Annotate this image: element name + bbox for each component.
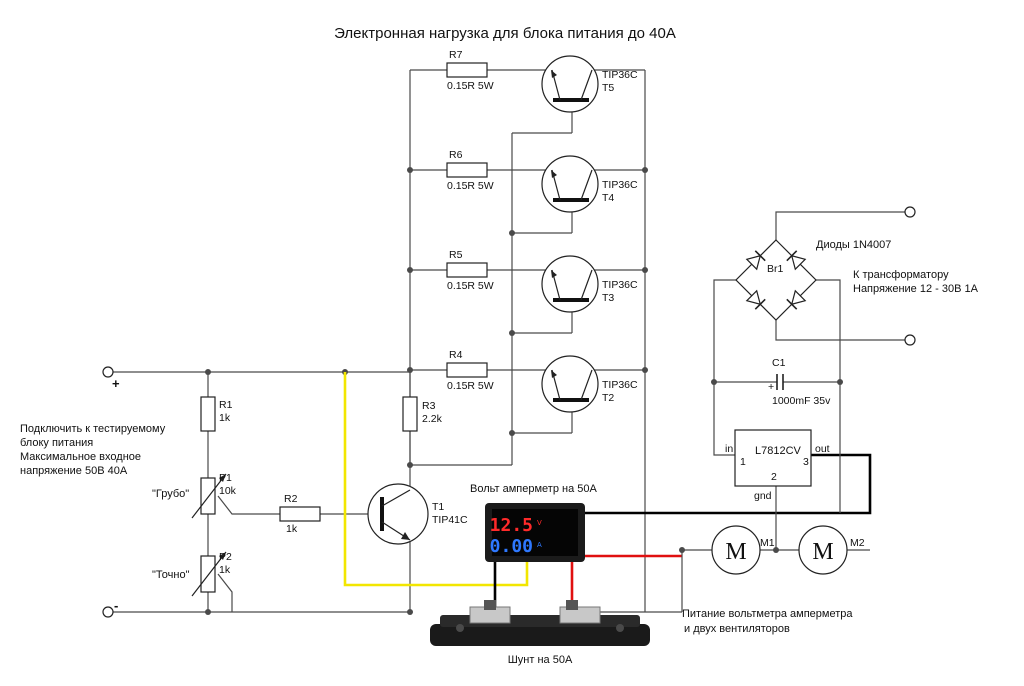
resistor-r1: R1 1k — [200, 396, 233, 432]
svg-text:3: 3 — [803, 456, 809, 468]
bridge-rectifier-br1: Br1 Диоды 1N4007 — [735, 239, 891, 321]
svg-text:"Грубо": "Грубо" — [152, 488, 189, 500]
svg-text:R4: R4 — [449, 349, 463, 361]
transistor-t4: TIP36C T4 — [541, 155, 638, 213]
meter-title: Вольт амперметр на 50А — [470, 483, 597, 495]
resistor-r7: R7 0.15R 5W — [446, 49, 494, 92]
svg-text:C1: C1 — [772, 357, 786, 369]
svg-text:и двух вентиляторов: и двух вентиляторов — [684, 623, 790, 635]
svg-text:R1: R1 — [219, 399, 233, 411]
capacitor-c1: + C1 1000mF 35v — [768, 357, 831, 407]
svg-text:10k: 10k — [219, 485, 237, 497]
transistor-t3: TIP36C T3 — [541, 255, 638, 313]
resistor-r3: R3 2.2k — [402, 396, 443, 432]
svg-text:TIP36C: TIP36C — [602, 279, 638, 291]
svg-text:К трансформатору: К трансформатору — [853, 269, 949, 281]
svg-text:TIP36C: TIP36C — [602, 69, 638, 81]
svg-text:T2: T2 — [602, 392, 614, 404]
bridge-wiring — [645, 211, 905, 613]
svg-text:TIP41C: TIP41C — [432, 514, 468, 526]
svg-text:2: 2 — [771, 471, 777, 483]
svg-text:Максимальное входное: Максимальное входное — [20, 451, 141, 463]
svg-text:M2: M2 — [850, 537, 865, 549]
svg-text:T1: T1 — [432, 501, 444, 513]
svg-text:Br1: Br1 — [767, 263, 784, 275]
svg-text:P1: P1 — [219, 472, 232, 484]
resistor-r2: R2 1k — [279, 493, 321, 535]
svg-text:T4: T4 — [602, 192, 614, 204]
svg-text:M: M — [812, 539, 833, 565]
svg-text:+: + — [768, 381, 774, 393]
svg-text:0.15R 5W: 0.15R 5W — [447, 280, 494, 292]
svg-text:Подключить к тестируемому: Подключить к тестируемому — [20, 423, 166, 435]
svg-text:-: - — [114, 598, 118, 613]
svg-text:R7: R7 — [449, 49, 463, 61]
regulator-name: L7812CV — [755, 445, 802, 457]
svg-text:M: M — [725, 539, 746, 565]
transformer-terminals: К трансформатору Напряжение 12 - 30В 1А — [853, 206, 979, 346]
svg-text:R2: R2 — [284, 493, 298, 505]
svg-text:P2: P2 — [219, 551, 232, 563]
svg-text:"Точно": "Точно" — [152, 569, 190, 581]
transistor-t5: TIP36C T5 — [541, 55, 638, 113]
svg-text:R6: R6 — [449, 149, 463, 161]
svg-text:TIP36C: TIP36C — [602, 379, 638, 391]
svg-text:T3: T3 — [602, 292, 614, 304]
svg-text:0.15R 5W: 0.15R 5W — [447, 180, 494, 192]
input-terminal-minus: - — [102, 598, 118, 618]
svg-text:in: in — [725, 443, 733, 455]
resistor-r5: R5 0.15R 5W — [446, 249, 494, 292]
svg-text:Питание вольтметра амперметра: Питание вольтметра амперметра — [682, 608, 853, 620]
svg-text:1k: 1k — [219, 564, 231, 576]
resistor-r4: R4 0.15R 5W — [446, 349, 494, 392]
transistor-t2: TIP36C T2 — [541, 355, 638, 413]
meter-volts-unit: V — [537, 519, 542, 527]
svg-text:R5: R5 — [449, 249, 463, 261]
meter-amps-unit: A — [537, 541, 542, 549]
input-note: Подключить к тестируемому блоку питания … — [20, 423, 166, 477]
svg-text:1k: 1k — [286, 523, 298, 535]
svg-text:0.15R 5W: 0.15R 5W — [447, 380, 494, 392]
regulator-l7812cv: L7812CV in 1 out 3 2 gnd — [725, 429, 830, 502]
fans-note: Питание вольтметра амперметра и двух вен… — [682, 608, 853, 635]
transistor-t1: T1 TIP41C — [367, 483, 468, 545]
fan-m2: M M2 — [798, 525, 865, 575]
svg-text:1k: 1k — [219, 412, 231, 424]
diodes-label: Диоды 1N4007 — [816, 239, 891, 251]
svg-text:0.15R 5W: 0.15R 5W — [447, 80, 494, 92]
svg-text:R3: R3 — [422, 400, 436, 412]
svg-text:напряжение 50В 40А: напряжение 50В 40А — [20, 465, 128, 477]
svg-text:gnd: gnd — [754, 490, 772, 502]
potentiometer-p2: P2 1k "Точно" — [152, 551, 232, 597]
svg-text:1: 1 — [740, 456, 746, 468]
input-terminal-plus: + — [102, 366, 120, 391]
svg-text:блоку питания: блоку питания — [20, 437, 93, 449]
svg-text:M1: M1 — [760, 537, 775, 549]
shunt-label: Шунт на 50А — [508, 654, 573, 666]
meter-amps-readout: 0.00 — [490, 536, 533, 557]
svg-text:Напряжение 12 - 30В 1А: Напряжение 12 - 30В 1А — [853, 283, 979, 295]
svg-text:2.2k: 2.2k — [422, 413, 443, 425]
svg-text:+: + — [112, 376, 120, 391]
fan-m1: M M1 — [711, 525, 775, 575]
potentiometer-p1: P1 10k "Грубо" — [152, 472, 237, 519]
svg-text:TIP36C: TIP36C — [602, 179, 638, 191]
meter-volts-readout: 12.5 — [490, 515, 533, 536]
input-wiring — [112, 371, 411, 613]
svg-text:1000mF 35v: 1000mF 35v — [772, 395, 831, 407]
svg-text:out: out — [815, 443, 830, 455]
diagram-title: Электронная нагрузка для блока питания д… — [334, 25, 676, 42]
svg-text:T5: T5 — [602, 82, 614, 94]
volt-ampere-meter: Вольт амперметр на 50А 12.5 V 0.00 A — [470, 483, 597, 562]
shunt-50a: Шунт на 50А — [430, 600, 650, 666]
resistor-r6: R6 0.15R 5W — [446, 149, 494, 192]
